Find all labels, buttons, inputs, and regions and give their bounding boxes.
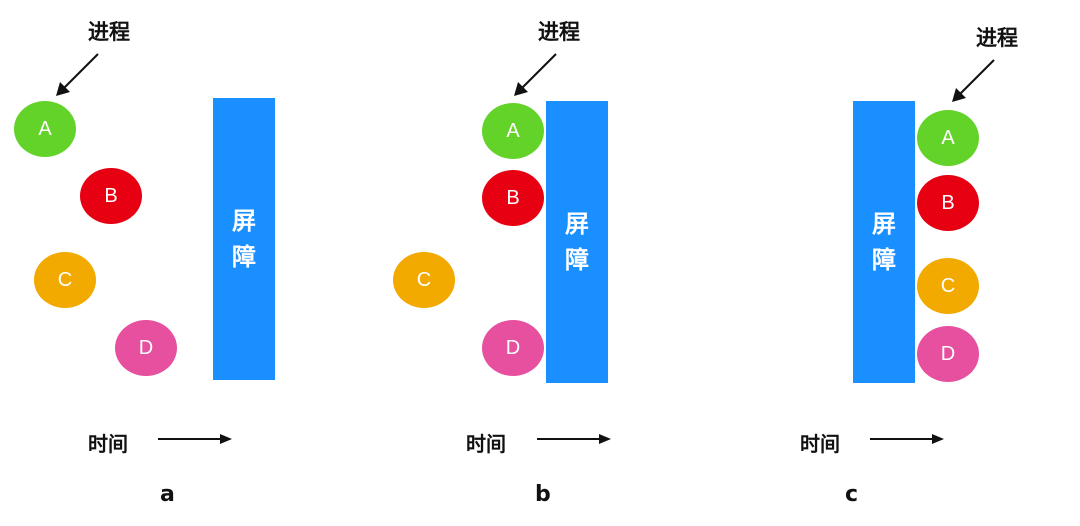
- process-d: D: [917, 326, 979, 382]
- process-d: D: [115, 320, 177, 376]
- panel-label: c: [845, 482, 859, 507]
- panel-label: a: [160, 482, 175, 507]
- barrier: 屏障: [213, 98, 275, 380]
- process-a: A: [917, 110, 979, 166]
- process-d: D: [482, 320, 544, 376]
- process-c: C: [34, 252, 96, 308]
- process-label: 进程: [88, 20, 130, 44]
- barrier-label: 屏障: [565, 210, 589, 274]
- barrier: 屏障: [853, 101, 915, 383]
- time-arrow: [537, 434, 611, 444]
- process-label: 进程: [976, 26, 1018, 50]
- process-pointer-arrow: [56, 53, 99, 96]
- process-pointer-arrow: [952, 59, 995, 102]
- process-a: A: [14, 101, 76, 157]
- process-a: A: [482, 103, 544, 159]
- process-pointer-arrow: [514, 53, 557, 96]
- process-b: B: [80, 168, 142, 224]
- time-label: 时间: [466, 432, 506, 456]
- panel-label: b: [535, 482, 551, 507]
- time-arrow: [158, 434, 232, 444]
- time-label: 时间: [88, 432, 128, 456]
- time-arrow: [870, 434, 944, 444]
- process-b: B: [917, 175, 979, 231]
- process-c: C: [917, 258, 979, 314]
- barrier-label: 屏障: [232, 207, 256, 271]
- barrier: 屏障: [546, 101, 608, 383]
- time-label: 时间: [800, 432, 840, 456]
- process-b: B: [482, 170, 544, 226]
- barrier-label: 屏障: [872, 210, 896, 274]
- process-label: 进程: [538, 20, 580, 44]
- process-c: C: [393, 252, 455, 308]
